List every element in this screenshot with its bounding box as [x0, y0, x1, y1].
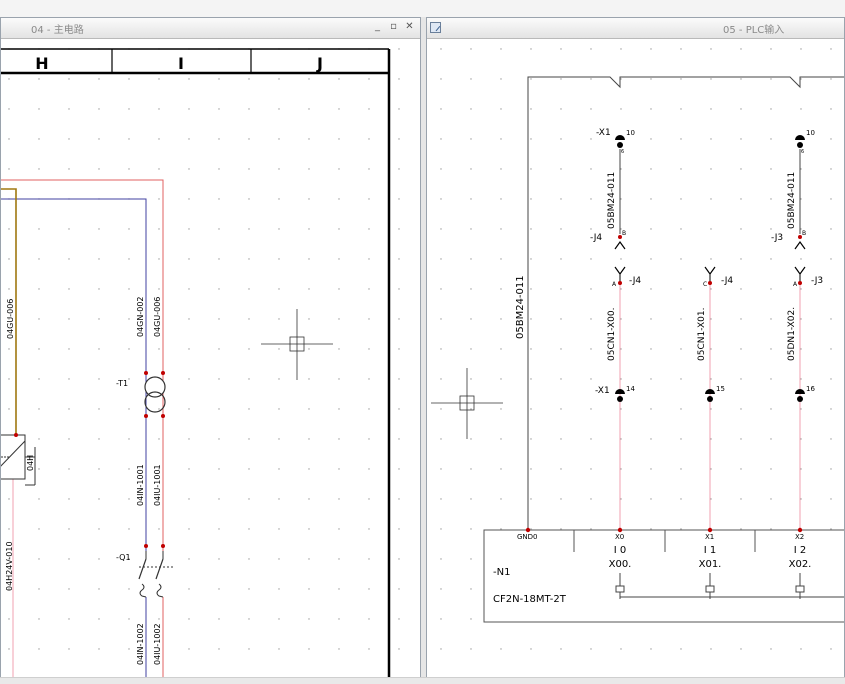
- plc-tag: -N1: [493, 567, 510, 578]
- wire-label: 04GU-006: [6, 299, 15, 339]
- cable-label: 05BM24-011: [607, 172, 617, 229]
- pin-label: C: [703, 281, 707, 288]
- plc-pin-label: X0: [615, 533, 624, 541]
- plc-module-block[interactable]: [483, 529, 844, 623]
- status-strip: [0, 677, 845, 684]
- pin-label: A: [793, 281, 798, 288]
- close-button[interactable]: ✕: [405, 21, 414, 32]
- column-header-i: I: [178, 54, 184, 73]
- terminal-number: 16: [806, 385, 815, 393]
- cable-label: 05BM24-011: [787, 172, 797, 229]
- column-header-h: H: [35, 54, 48, 73]
- wire-label: 05CN1-X00.: [607, 308, 617, 361]
- terminal-number: 10: [806, 129, 815, 137]
- terminal-number: 10: [626, 129, 635, 137]
- wire-label: 05DN1-X02.: [787, 307, 797, 361]
- plc-input-drawing-canvas[interactable]: -X1 10 6 05BM24-011 -J4 B 10 6 05BM24-01…: [427, 39, 844, 679]
- wire-label: 04IN-1002: [136, 623, 145, 665]
- page-icon: [430, 22, 441, 33]
- connector-j4-top[interactable]: [614, 240, 626, 250]
- plc-pin-x0[interactable]: [617, 527, 623, 533]
- plc-input-title: 05 - PLC输入: [723, 25, 785, 36]
- pin-label: A: [612, 281, 617, 288]
- device-tag: 04H: [26, 455, 35, 471]
- wire-label: 04IN-1001: [136, 464, 145, 506]
- plc-input-label: I 2: [794, 545, 807, 556]
- wire-label: 04GU-006: [153, 297, 162, 337]
- terminal-tag: -X1: [596, 128, 611, 138]
- crosshair-cursor-icon: [261, 309, 333, 380]
- terminal-x1-15[interactable]: [705, 389, 715, 402]
- plc-address-label: X02.: [789, 559, 812, 570]
- terminal-x1-10-a[interactable]: [615, 135, 625, 148]
- minimize-button[interactable]: _: [375, 21, 380, 32]
- terminal-x1-16[interactable]: [795, 389, 805, 402]
- wire-label: 04IU-1001: [153, 464, 162, 506]
- plc-pin-label: X1: [705, 533, 714, 541]
- connector-tag: -J3: [811, 276, 823, 286]
- plc-input-titlebar[interactable]: 05 - PLC输入: [427, 18, 844, 39]
- terminal-number: 15: [716, 385, 725, 393]
- plc-pin-x2[interactable]: [797, 527, 803, 533]
- plc-pin-label: X2: [795, 533, 804, 541]
- terminal-number: 14: [626, 385, 635, 393]
- cable-outline[interactable]: [527, 76, 844, 530]
- power-supply-symbol[interactable]: [1, 434, 26, 480]
- plc-pin-x1[interactable]: [707, 527, 713, 533]
- connector-tag: -J3: [771, 233, 783, 243]
- terminal-number: 6: [621, 149, 624, 155]
- main-circuit-titlebar[interactable]: 04 - 主电路 _ ▫ ✕: [1, 18, 420, 39]
- top-toolbar-strip: [0, 0, 845, 18]
- pin-label: B: [622, 230, 626, 237]
- main-circuit-window[interactable]: 04 - 主电路 _ ▫ ✕ H I J: [0, 17, 421, 684]
- plc-model: CF2N-18MT-2T: [493, 594, 567, 605]
- main-cable-label: 05BM24-011: [515, 275, 526, 339]
- terminal-x1-14[interactable]: [615, 389, 625, 402]
- main-circuit-title: 04 - 主电路: [31, 25, 84, 36]
- blue-wire[interactable]: [1, 198, 147, 684]
- plc-input-label: I 0: [614, 545, 627, 556]
- pin-label: B: [802, 230, 806, 237]
- restore-button[interactable]: ▫: [390, 21, 397, 32]
- wire-label: 05CN1-X01.: [697, 308, 707, 361]
- terminal-number: 6: [801, 149, 804, 155]
- terminal-x1-10-b[interactable]: [795, 135, 805, 148]
- breaker-tag: -Q1: [116, 553, 131, 562]
- connector-j3-top[interactable]: [794, 240, 806, 250]
- plc-input-window[interactable]: 05 - PLC输入: [426, 17, 845, 684]
- wire-label: 04IU-1002: [153, 623, 162, 665]
- wire-label: 04H24V-010: [5, 541, 14, 591]
- brown-wire[interactable]: [1, 188, 17, 435]
- crosshair-cursor-icon: [431, 368, 503, 439]
- transformer-tag: -T1: [116, 379, 128, 388]
- plc-input-label: I 1: [704, 545, 717, 556]
- connector-tag: -J4: [590, 233, 602, 243]
- plc-pin-label: GND0: [517, 533, 538, 541]
- plc-address-label: X01.: [699, 559, 722, 570]
- connector-tag: -J4: [629, 276, 641, 286]
- connector-tag: -J4: [721, 276, 733, 286]
- plc-pin-gnd0[interactable]: [525, 527, 531, 533]
- transformer-symbol[interactable]: [144, 376, 166, 398]
- column-header-j: J: [316, 54, 323, 73]
- plc-address-label: X00.: [609, 559, 632, 570]
- window-splitter[interactable]: [421, 17, 426, 684]
- main-circuit-drawing-canvas[interactable]: H I J 04GU-: [1, 39, 420, 684]
- wire-label: 04GN-002: [136, 296, 145, 337]
- red-wire[interactable]: [1, 179, 164, 684]
- terminal-tag: -X1: [595, 386, 610, 396]
